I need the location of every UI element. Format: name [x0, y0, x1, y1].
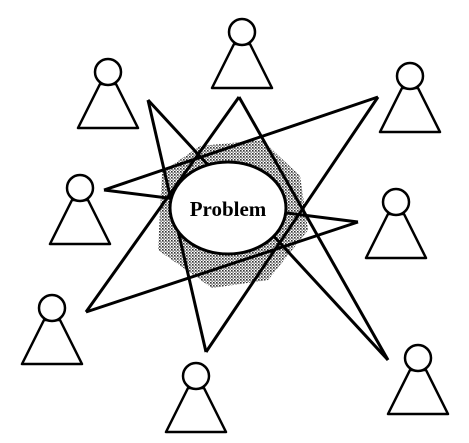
- star-edge: [237, 96, 390, 361]
- person-icon: [386, 343, 450, 416]
- person-head: [227, 17, 257, 47]
- person-icon: [164, 361, 228, 434]
- person-head: [381, 187, 411, 217]
- star-edge: [84, 96, 241, 313]
- person-head: [93, 57, 123, 87]
- person-body: [76, 82, 140, 130]
- person-head: [65, 173, 95, 203]
- person-body: [20, 318, 84, 366]
- person-icon: [364, 187, 428, 260]
- person-icon: [378, 61, 442, 134]
- person-body: [48, 198, 112, 246]
- person-body: [164, 386, 228, 434]
- person-body: [210, 42, 274, 90]
- person-body: [364, 212, 428, 260]
- problem-node: Problem: [168, 160, 288, 256]
- person-head: [403, 343, 433, 373]
- problem-label: Problem: [190, 197, 267, 221]
- star-edge: [85, 220, 359, 314]
- people-group: [20, 17, 450, 434]
- person-icon: [76, 57, 140, 130]
- person-icon: [210, 17, 274, 90]
- problem-ellipse: [168, 160, 288, 256]
- person-body: [386, 368, 450, 416]
- person-head: [37, 293, 67, 323]
- person-icon: [20, 293, 84, 366]
- person-head: [181, 361, 211, 391]
- person-head: [395, 61, 425, 91]
- star-edge: [103, 95, 379, 192]
- star-edge: [204, 96, 380, 353]
- person-icon: [48, 173, 112, 246]
- person-body: [378, 86, 442, 134]
